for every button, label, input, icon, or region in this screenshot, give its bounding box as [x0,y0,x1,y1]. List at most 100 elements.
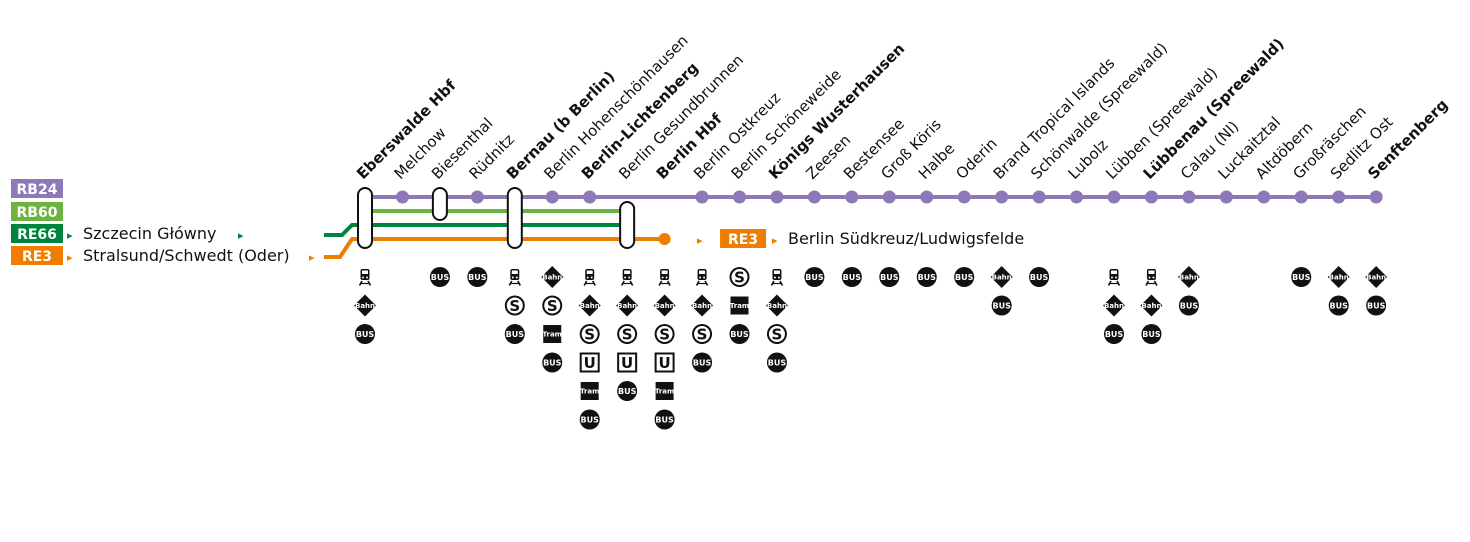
regio-icon [620,269,634,286]
line-badge-re3-continuation [720,229,767,248]
line-badge-label: RB60 [17,205,58,221]
stop-berlin-ostkreuz [695,190,709,204]
svg-text:U: U [584,354,596,372]
route-tracks [324,195,1377,259]
s-icon: S [692,324,713,344]
line-badge-label: RE3 [728,232,758,248]
svg-text:Bahn: Bahn [617,302,637,310]
interchange-berlin-gesundbrunnen [619,201,636,249]
bus-icon: BUS [1328,295,1349,316]
tram-icon: Tram [730,296,749,315]
bahn-icon: Bahn [1327,266,1350,288]
stop-berlin-hbf [658,233,671,245]
stop-rudnitz [470,190,484,204]
stop-schonwalde-spreewald [1032,190,1046,204]
stop-brand-tropical-islands [995,190,1009,204]
bahn-icon: Bahn [541,266,564,288]
stop-berlin-hohenschonhausen [545,190,559,204]
bus-icon: BUS [766,352,787,373]
stop-zeesen [807,190,821,204]
svg-text:Bahn: Bahn [580,302,600,310]
svg-text:BUS: BUS [468,273,487,282]
tram-icon: Tram [580,382,599,400]
svg-text:BUS: BUS [843,273,862,282]
bus-icon: BUS [804,267,825,287]
bahn-icon: Bahn [990,266,1013,288]
tram-icon: Tram [655,382,674,400]
svg-text:S: S [734,269,745,287]
regio-icon [770,269,784,286]
stop-halbe [920,190,934,204]
station-labels: Eberswalde HbfMelchowBiesenthalRüdnitzBe… [353,31,1451,182]
bus-icon: BUS [954,267,975,287]
line-destination: Szczecin Główny [83,224,217,243]
svg-text:U: U [659,354,671,372]
stop-bestensee [845,190,859,204]
bus-icon: BUS [1178,295,1199,316]
line-badge-label: RE66 [17,227,57,243]
stop-senftenberg [1369,190,1383,204]
s-icon: S [617,324,638,344]
bus-icon: BUS [1029,267,1050,287]
svg-text:Bahn: Bahn [655,302,675,310]
svg-text:Tram: Tram [655,388,674,396]
s-icon: S [504,295,525,316]
svg-text:BUS: BUS [655,416,674,425]
interchange-eberswalde-hbf [357,187,373,249]
stop-calau-nl [1182,190,1196,204]
bahn-icon: Bahn [1177,266,1200,288]
svg-text:BUS: BUS [880,273,899,282]
bus-icon: BUS [841,267,862,287]
bus-icon: BUS [1366,295,1387,316]
stop-berlin-lichtenberg [583,190,597,204]
stop-lubolz [1070,190,1084,204]
bus-icon: BUS [1291,267,1312,287]
regio-icon [508,269,521,286]
stop-berlin-schoneweide [733,190,746,204]
svg-text:BUS: BUS [431,273,450,282]
bus-icon: BUS [542,352,563,373]
svg-text:BUS: BUS [955,273,974,282]
svg-text:BUS: BUS [992,302,1011,311]
interchange-biesenthal [431,187,448,221]
bahn-icon: Bahn [1140,294,1163,317]
bus-icon: BUS [654,409,675,430]
svg-text:BUS: BUS [1180,302,1199,311]
bahn-icon: Bahn [765,294,788,317]
u-icon: U [579,352,600,373]
line-badge-rb60 [11,202,63,221]
svg-text:BUS: BUS [693,359,712,368]
re3-continuation: ▸RE3▸Berlin Südkreuz/Ludwigsfelde [697,229,1024,248]
arrow-icon: ▸ [772,234,778,247]
s-icon: S [729,267,750,287]
svg-text:S: S [772,326,783,344]
stop-gross-koris [882,190,896,204]
line-badge-label: RE3 [22,249,52,265]
bahn-icon: Bahn [578,294,601,317]
line-destination: Berlin Südkreuz/Ludwigsfelde [788,229,1024,248]
svg-text:Bahn: Bahn [992,274,1012,282]
line-badge-re3 [11,246,63,265]
s-icon: S [654,324,675,344]
stop-luckaitztal [1219,190,1233,204]
bus-icon: BUS [504,324,525,344]
svg-text:BUS: BUS [730,330,749,339]
line-badge-label: RB24 [17,182,58,198]
svg-text:BUS: BUS [543,359,562,368]
svg-text:S: S [509,297,520,315]
interchange-markers [357,187,636,249]
line-badge-rb24 [11,179,63,198]
u-icon: U [654,352,675,373]
svg-text:BUS: BUS [1367,302,1386,311]
bahn-icon: Bahn [354,294,376,317]
bahn-icon: Bahn [691,294,714,317]
svg-text:Bahn: Bahn [1329,274,1349,282]
bus-icon: BUS [355,324,375,344]
bus-icon: BUS [916,267,937,287]
regio-icon [695,269,709,286]
svg-text:Bahn: Bahn [1104,302,1124,310]
bus-icon: BUS [579,409,600,430]
s-icon: S [542,295,563,316]
station-label-oderin: Oderin [952,134,1000,182]
